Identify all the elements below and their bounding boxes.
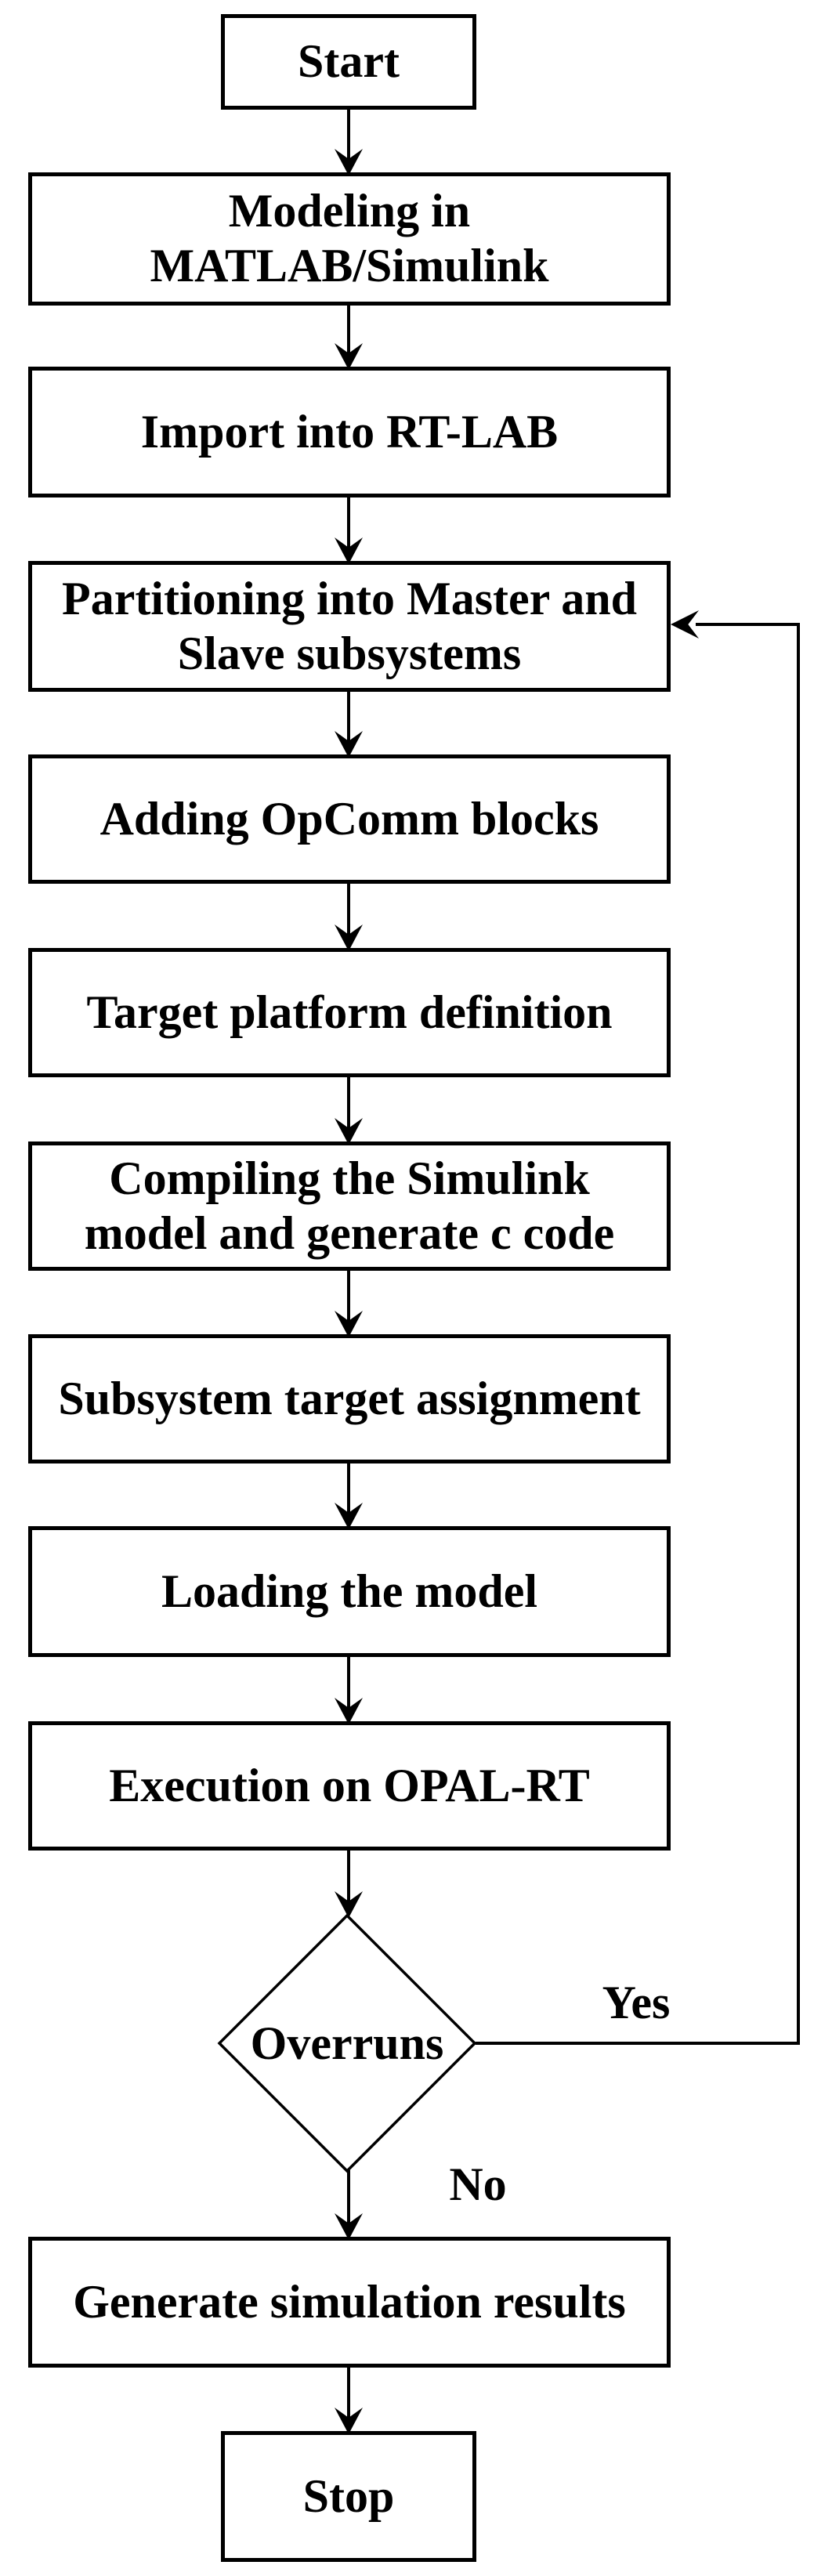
- arrow-partitioning-to-opcomm: [335, 692, 363, 758]
- edge-label-no: No: [449, 2158, 507, 2210]
- feedback-top-segment: [696, 623, 800, 626]
- node-partitioning: Partitioning into Master and Slave subsy…: [28, 561, 671, 692]
- node-execution-opalrt-label: Execution on OPAL-RT: [109, 1759, 590, 1811]
- node-modeling-label-line1: Modeling in: [228, 185, 471, 237]
- node-loading-model-label: Loading the model: [161, 1565, 538, 1617]
- node-stop: Stop: [221, 2431, 476, 2562]
- arrow-compiling-to-subsystem: [335, 1271, 363, 1337]
- node-modeling-label-line2: MATLAB/Simulink: [150, 240, 549, 291]
- arrow-loading-to-execution: [335, 1657, 363, 1724]
- node-loading-model: Loading the model: [28, 1526, 671, 1657]
- node-execution-opalrt: Execution on OPAL-RT: [28, 1721, 671, 1851]
- node-compiling: Compiling the Simulink model and generat…: [28, 1141, 671, 1271]
- arrow-shaft: [347, 1657, 350, 1709]
- arrow-generate-to-stop: [335, 2368, 363, 2434]
- node-compiling-label-line2: model and generate c code: [84, 1207, 615, 1259]
- node-target-platform: Target platform definition: [28, 948, 671, 1077]
- arrow-execution-to-overruns: [335, 1851, 363, 1918]
- arrow-opcomm-to-target-platform: [335, 884, 363, 951]
- edge-label-yes: Yes: [602, 1977, 671, 2028]
- feedback-vertical-segment: [797, 623, 800, 2045]
- node-partitioning-label-line2: Slave subsystems: [177, 627, 522, 679]
- node-import-rtlab: Import into RT-LAB: [28, 367, 671, 497]
- arrow-import-to-partitioning: [335, 497, 363, 564]
- node-target-platform-label: Target platform definition: [86, 986, 613, 1038]
- arrow-start-to-modeling: [335, 110, 363, 175]
- node-opcomm-blocks-label: Adding OpComm blocks: [99, 792, 599, 845]
- arrow-subsystem-to-loading: [335, 1463, 363, 1529]
- arrow-shaft: [347, 1271, 350, 1322]
- arrow-shaft: [347, 110, 350, 160]
- node-subsystem-assignment: Subsystem target assignment: [28, 1334, 671, 1463]
- arrow-shaft: [347, 2170, 350, 2224]
- node-generate-results: Generate simulation results: [28, 2237, 671, 2368]
- arrow-shaft: [347, 497, 350, 548]
- feedback-bottom-segment: [476, 2042, 800, 2045]
- node-stop-label: Stop: [302, 2469, 395, 2522]
- arrow-target-platform-to-compiling: [335, 1077, 363, 1145]
- arrowhead-left-icon: [671, 610, 699, 639]
- arrow-shaft: [347, 1463, 350, 1514]
- node-opcomm-blocks: Adding OpComm blocks: [28, 754, 671, 884]
- arrow-shaft: [347, 306, 350, 354]
- arrow-shaft: [347, 692, 350, 742]
- node-import-rtlab-label: Import into RT-LAB: [140, 405, 559, 458]
- arrow-shaft: [347, 2368, 350, 2419]
- node-subsystem-assignment-label: Subsystem target assignment: [58, 1372, 641, 1424]
- arrow-shaft: [347, 884, 350, 935]
- node-compiling-label-line1: Compiling the Simulink: [109, 1152, 590, 1204]
- node-generate-results-label: Generate simulation results: [73, 2275, 626, 2328]
- node-start: Start: [221, 14, 476, 110]
- arrow-shaft: [347, 1851, 350, 1902]
- node-start-label: Start: [298, 35, 400, 88]
- node-partitioning-label-line1: Partitioning into Master and: [62, 572, 637, 624]
- node-overruns-label: Overruns: [250, 2017, 444, 2069]
- node-modeling: Modeling in MATLAB/Simulink: [28, 172, 671, 306]
- arrow-modeling-to-import: [335, 306, 363, 370]
- arrow-shaft: [347, 1077, 350, 1129]
- arrow-overruns-to-generate: [335, 2170, 363, 2240]
